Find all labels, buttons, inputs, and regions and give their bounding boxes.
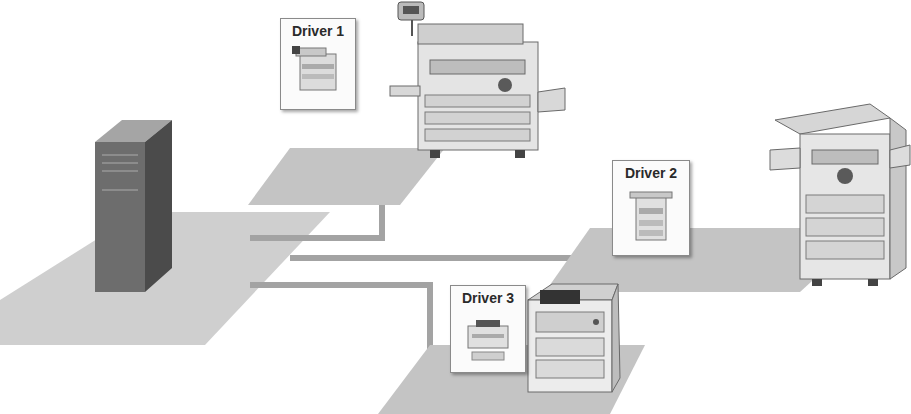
printer-icon <box>292 46 336 90</box>
driver-window: Driver 2 <box>612 160 690 256</box>
driver-window: Driver 3 <box>450 285 526 373</box>
driver-label: Driver 3 <box>451 286 525 306</box>
wire <box>250 200 382 238</box>
printer-floor <box>248 148 445 205</box>
copier-printer <box>770 104 910 286</box>
server-tower <box>95 120 172 292</box>
driver-window: Driver 1 <box>280 18 356 110</box>
printer-icon <box>468 320 508 360</box>
wire <box>250 285 430 350</box>
driver-label: Driver 2 <box>613 161 689 181</box>
copier-printer <box>390 2 565 158</box>
printer-icon <box>630 192 672 240</box>
driver-label: Driver 1 <box>281 19 355 39</box>
wire <box>290 255 600 261</box>
desktop-printer <box>528 284 620 392</box>
